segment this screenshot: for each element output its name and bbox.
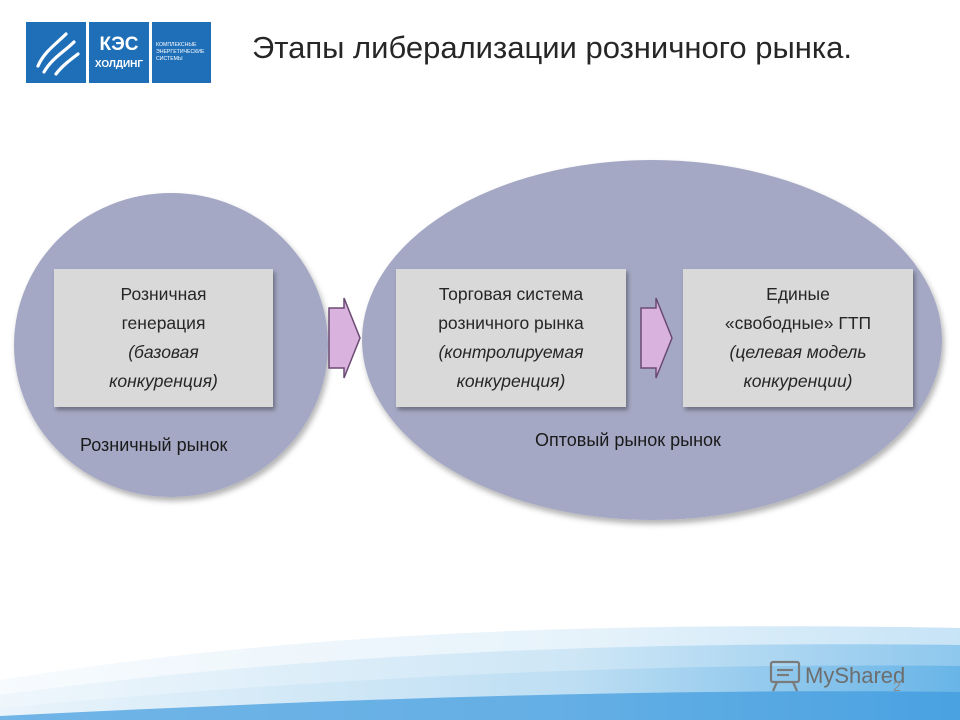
- stage-title-line: Розничная: [120, 284, 207, 304]
- page-title: Этапы либерализации розничного рынка.: [252, 30, 852, 65]
- wholesale-market-label: Оптовый рынок рынок: [535, 430, 721, 450]
- footer-waves-decoration: [0, 626, 960, 720]
- stage-subtitle-line: (контролируемая: [438, 342, 584, 362]
- stage-title-line: розничного рынка: [438, 313, 584, 333]
- company-logo: КЭС ХОЛДИНГ КОМПЛЕКСНЫЕ ЭНЕРГЕТИЧЕСКИЕ С…: [26, 22, 211, 83]
- stage-subtitle-line: (целевая модель: [729, 342, 867, 362]
- stage-title-line: Единые: [766, 284, 830, 304]
- presentation-board-icon: [769, 660, 801, 692]
- stage-subtitle-line: конкуренции): [743, 371, 853, 391]
- stage-box-free-gtp: Единые «свободные» ГТП (целевая модель к…: [683, 269, 913, 407]
- slide-number: 2: [893, 678, 901, 694]
- myshared-watermark: MyShared: [769, 660, 905, 692]
- stage-box-retail-generation: Розничная генерация (базовая конкуренция…: [54, 269, 273, 407]
- logo-brand-sub-text: ХОЛДИНГ: [95, 59, 143, 70]
- stage-subtitle-line: конкуренция): [456, 371, 566, 391]
- logo-brand-text: КЭС: [99, 34, 138, 55]
- logo-tagline-line: ЭНЕРГЕТИЧЕСКИЕ: [156, 49, 205, 55]
- stage-subtitle-line: (базовая: [128, 342, 199, 362]
- watermark-text: MyShared: [805, 663, 905, 688]
- logo-swirl-icon: [36, 32, 80, 76]
- stage-title-line: генерация: [121, 313, 206, 333]
- arrow-right-icon: [328, 297, 361, 379]
- logo-tagline-bg: [152, 22, 211, 83]
- stage-title-line: «свободные» ГТП: [724, 313, 872, 333]
- logo-tagline-line: КОМПЛЕКСНЫЕ: [156, 42, 197, 48]
- stage-title-line: Торговая система: [438, 284, 584, 304]
- stage-subtitle-line: конкуренция): [109, 371, 218, 391]
- logo-tagline-line: СИСТЕМЫ: [156, 56, 183, 62]
- logo-brand-bg: [89, 22, 149, 83]
- retail-market-label: Розничный рынок: [80, 435, 228, 455]
- stage-box-trading-system: Торговая система розничного рынка (контр…: [396, 269, 626, 407]
- arrow-right-icon: [640, 297, 673, 379]
